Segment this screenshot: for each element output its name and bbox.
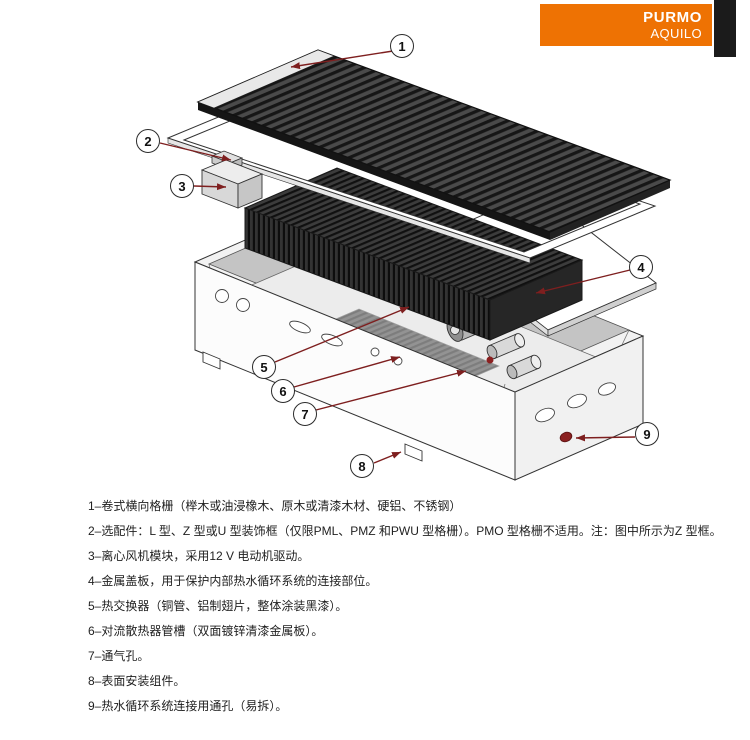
callout-6: 6 — [271, 379, 295, 403]
callout-2: 2 — [136, 129, 160, 153]
legend-item-7: 7–通气孔。 — [88, 649, 150, 663]
legend-item-8: 8–表面安装组件。 — [88, 674, 186, 688]
legend-item-4: 4–金属盖板，用于保护内部热水循环系统的连接部位。 — [88, 574, 378, 588]
fan-module — [200, 150, 264, 209]
callout-8: 8 — [350, 454, 374, 478]
callout-5: 5 — [252, 355, 276, 379]
leader-3 — [193, 183, 227, 191]
legend-item-6: 6–对流散热器管槽（双面镀锌清漆金属板）。 — [88, 624, 324, 638]
legend-item-2: 2–选配件：L 型、Z 型或U 型装饰框（仅限PML、PMZ 和PWU 型格栅）… — [88, 524, 722, 538]
legend-item-5: 5–热交换器（铜管、铝制翅片，整体涂装黑漆）。 — [88, 599, 348, 613]
leader-8 — [373, 451, 402, 464]
leader-6 — [293, 356, 401, 388]
legend-item-3: 3–离心风机模块，采用12 V 电动机驱动。 — [88, 549, 310, 563]
leader-1 — [290, 50, 394, 70]
leader-7 — [315, 369, 467, 411]
callout-9: 9 — [635, 422, 659, 446]
heat-exchanger — [243, 167, 584, 380]
legend-item-9: 9–热水循环系统连接用通孔（易拆）。 — [88, 699, 288, 713]
leader-5 — [274, 306, 410, 363]
callout-7: 7 — [293, 402, 317, 426]
leader-2 — [159, 142, 232, 162]
grille — [196, 49, 672, 240]
parts-legend: 1–卷式横向格栅（榉木或油浸橡木、原木或清漆木材、硬铝、不锈钢） 2–选配件：L… — [88, 494, 743, 719]
mounting-bracket — [202, 351, 423, 462]
leader-4 — [535, 269, 631, 295]
brand-product: AQUILO — [650, 26, 702, 41]
brand-name: PURMO — [643, 9, 702, 26]
callout-1: 1 — [390, 34, 414, 58]
purmo-logo: PURMO AQUILO — [540, 4, 712, 46]
pipe-connection-hole — [559, 431, 573, 443]
leader-9 — [575, 434, 636, 442]
leader-lines — [159, 50, 636, 464]
callout-3: 3 — [170, 174, 194, 198]
brand-black-tab — [714, 0, 736, 57]
legend-item-1: 1–卷式横向格栅（榉木或油浸橡木、原木或清漆木材、硬铝、不锈钢） — [88, 499, 462, 513]
callout-4: 4 — [629, 255, 653, 279]
pipe-connections — [486, 333, 542, 380]
